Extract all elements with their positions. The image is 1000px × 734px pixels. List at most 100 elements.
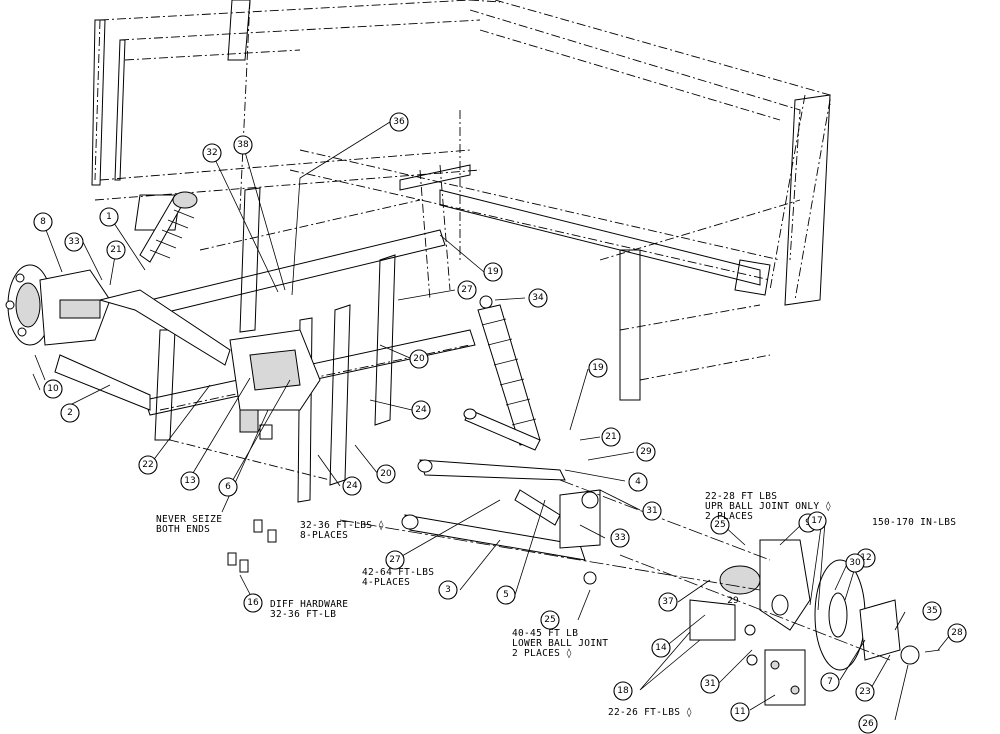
note-torque-32-36-line1: 32-36 FT-LBS ◊ xyxy=(300,520,384,531)
callout-circle xyxy=(922,601,942,621)
callout-35: 35 xyxy=(922,601,942,621)
callout-33: 33 xyxy=(64,232,84,252)
callout-label: 1 xyxy=(106,212,112,222)
callout-circle xyxy=(845,553,865,573)
callout-label: 35 xyxy=(926,606,937,616)
note-torque-150-170: 150-170 IN-LBS xyxy=(872,517,956,528)
callout-circle xyxy=(385,550,405,570)
callout-37: 37 xyxy=(658,592,678,612)
callout-13: 13 xyxy=(180,471,200,491)
chassis-frame xyxy=(91,0,831,503)
callout-label: 21 xyxy=(110,245,121,255)
callout-label: 27 xyxy=(389,555,400,565)
callout-label: 5 xyxy=(503,590,509,600)
callout-circle xyxy=(601,427,621,447)
callout-19: 19 xyxy=(588,358,608,378)
callout-label: 33 xyxy=(68,237,79,247)
callout-circle xyxy=(202,143,222,163)
callout-circle xyxy=(528,288,548,308)
callout-label: 34 xyxy=(532,293,544,303)
callout-label: 24 xyxy=(415,405,427,415)
callout-circle xyxy=(730,702,750,722)
callout-circle xyxy=(628,472,648,492)
note-torque-22-26: 22-26 FT-LBS ◊ xyxy=(608,707,692,718)
callout-24: 24 xyxy=(411,400,431,420)
callout-circle xyxy=(376,464,396,484)
callout-circle xyxy=(33,212,53,232)
callout-29: 29 xyxy=(636,442,656,462)
callout-label: 30 xyxy=(849,558,861,568)
callout-33: 33 xyxy=(610,528,630,548)
callout-label: 29 xyxy=(640,447,652,457)
callout-21: 21 xyxy=(601,427,621,447)
callout-label: 24 xyxy=(346,481,358,491)
callout-label: 6 xyxy=(225,482,231,492)
callout-label: 22 xyxy=(142,460,153,470)
callout-circle xyxy=(496,585,516,605)
callout-circle xyxy=(233,135,253,155)
callout-34: 34 xyxy=(528,288,548,308)
note-never-seize-line2: BOTH ENDS xyxy=(156,524,210,535)
callout-circle xyxy=(64,232,84,252)
center-differential xyxy=(229,329,321,440)
callout-31: 31 xyxy=(700,674,720,694)
callout-label: 13 xyxy=(184,476,195,486)
note-diff-hardware-line1: DIFF HARDWARE xyxy=(270,599,348,610)
callout-4: 4 xyxy=(628,472,648,492)
callout-circle xyxy=(658,592,678,612)
callout-label: 2 xyxy=(67,408,73,418)
callout-24: 24 xyxy=(342,476,362,496)
callout-label: 18 xyxy=(617,686,629,696)
callout-label: 37 xyxy=(662,597,673,607)
callout-30: 30 xyxy=(845,553,865,573)
control-arms xyxy=(401,408,601,585)
callout-5: 5 xyxy=(496,585,516,605)
callout-14: 14 xyxy=(651,638,671,658)
diff-hardware-bolts xyxy=(227,519,277,573)
note-lower-ball-joint-line3: 2 PLACES ◊ xyxy=(512,648,572,659)
callout-26: 26 xyxy=(858,714,878,734)
callout-circle xyxy=(540,610,560,630)
callout-10: 10 xyxy=(43,379,63,399)
callout-label: 11 xyxy=(734,707,745,717)
callout-circle xyxy=(99,207,119,227)
callout-circle xyxy=(457,280,477,300)
callout-circle xyxy=(180,471,200,491)
callout-31: 31 xyxy=(642,501,662,521)
callout-28: 28 xyxy=(947,623,967,643)
callout-circle xyxy=(858,714,878,734)
note-diff-hardware-line2: 32-36 FT-LB xyxy=(270,609,336,620)
callout-circle xyxy=(483,262,503,282)
callout-label: 25 xyxy=(714,520,725,530)
note-lower-ball-joint-line2: LOWER BALL JOINT xyxy=(512,638,608,649)
callout-label: 19 xyxy=(592,363,604,373)
callout-label: 20 xyxy=(413,354,425,364)
callout-label: 14 xyxy=(655,643,667,653)
annotation-notes: NEVER SEIZE BOTH ENDS 32-36 FT-LBS ◊ 8-P… xyxy=(156,491,956,718)
callout-circle xyxy=(807,511,827,531)
callout-label: 23 xyxy=(859,687,870,697)
callout-23: 23 xyxy=(855,682,875,702)
callout-6: 6 xyxy=(218,477,238,497)
callout-label: 31 xyxy=(646,506,657,516)
callout-19: 19 xyxy=(483,262,503,282)
note-upper-ball-joint-line3: 2 PLACES xyxy=(705,511,753,522)
callout-circle xyxy=(651,638,671,658)
note-never-seize-line1: NEVER SEIZE xyxy=(156,514,222,525)
callout-circle xyxy=(613,681,633,701)
callout-17: 17 xyxy=(807,511,827,531)
callout-circle xyxy=(438,580,458,600)
callout-label: 25 xyxy=(544,615,555,625)
callout-label: 16 xyxy=(247,598,259,608)
callout-21: 21 xyxy=(106,240,126,260)
callout-20: 20 xyxy=(376,464,396,484)
callout-label: 4 xyxy=(635,477,641,487)
callout-circle xyxy=(389,112,409,132)
note-torque-42-64-line1: 42-64 FT-LBS xyxy=(362,567,434,578)
callout-circle xyxy=(411,400,431,420)
callout-circle xyxy=(342,476,362,496)
callout-label: 3 xyxy=(445,585,451,595)
callout-label: 26 xyxy=(862,719,874,729)
left-coil-spring xyxy=(139,191,198,263)
